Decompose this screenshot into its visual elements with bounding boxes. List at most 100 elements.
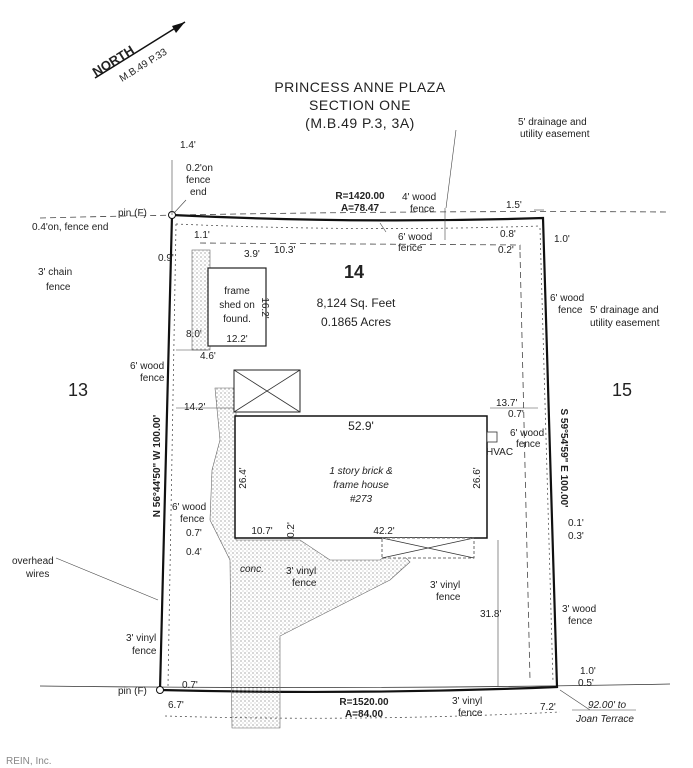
label-0-7l: 0.7' [186,528,202,539]
shed-height: 16.2' [259,297,270,318]
label-3chain: 3' chain [38,267,72,278]
house-dim-bl: 10.7' [251,526,272,537]
top-arc: A=78.47 [341,203,380,214]
right-bearing: S 59°54'59" E 100.00' [558,408,569,507]
label-6wood-r2: fence [558,305,583,316]
label-fence: fence [186,175,211,186]
label-3vinyl-l: 3' vinyl [126,633,156,644]
house-dim-b: 42.2' [373,526,394,537]
label-0-8: 0.8' [500,229,516,240]
label-pin-top: pin (F) [118,208,147,219]
label-3-9: 3.9' [244,249,260,260]
concrete-driveway [209,387,411,729]
fence-top [175,223,541,229]
label-conc: conc. [240,564,264,575]
label-3vinyl-bot: 3' vinyl [452,696,482,707]
label-04-fence-end: 0.4'on, fence end [32,222,108,233]
label-0-9: 0.9' [158,253,174,264]
label-1-1: 1.1' [194,230,210,241]
lot-area-acres: 0.1865 Acres [321,315,391,329]
house-line1: 1 story brick & [329,466,393,477]
label-3vinyl-a2: fence [292,578,317,589]
shed-line3: found. [223,314,251,325]
house-dim-right: 26.6' [472,467,483,488]
bottom-arc: A=84.00 [345,709,384,720]
label-1-4: 1.4' [180,140,196,151]
label-3vinyl-a: 3' vinyl [286,566,316,577]
label-6wood-r3: 6' wood [510,428,544,439]
label-0-3: 0.3' [568,531,584,542]
easement-right [519,251,531,681]
title-line1: PRINCESS ANNE PLAZA [274,79,445,95]
top-radius: R=1420.00 [335,191,385,202]
lot-number: 14 [344,262,364,282]
house-dim-small: 0.2' [286,522,297,538]
label-4wood: 4' wood [402,192,436,203]
hvac-unit [486,431,498,443]
label-6wood-r4: fence [516,439,541,450]
label-3vinyl-bot2: fence [458,708,483,719]
label-4-6: 4.6' [200,351,216,362]
label-4wood-fence: fence [410,204,435,215]
label-10-3: 10.3' [274,245,295,256]
north-arrow: NORTH M.B.49 P.33 [90,21,186,85]
house-dim-left: 26.4' [238,467,249,488]
label-8-0: 8.0' [186,329,202,340]
lot-area-sqft: 8,124 Sq. Feet [317,296,396,310]
house-line2: frame house [333,480,389,491]
easement-top [199,242,521,250]
shed-line1: frame [224,286,250,297]
label-end: end [190,187,207,198]
title-line2: SECTION ONE [309,97,411,113]
label-02-fence: 0.2'on [186,163,213,174]
label-1-0: 1.0' [554,234,570,245]
label-ease-top2: utility easement [520,129,590,140]
house-dim-top: 52.9' [348,419,374,433]
label-3chain-fence: fence [46,282,71,293]
label-14-2: 14.2' [184,402,205,413]
label-joan1: 92.00' to [588,700,626,711]
label-ease-r1: 5' drainage and [590,305,659,316]
label-0-7b: 0.7' [182,680,198,691]
hvac-label: HVAC [486,447,513,458]
left-bearing: N 56°44'50" W 100.00' [152,415,163,517]
label-6wood-l2: fence [140,373,165,384]
fence-left [167,223,177,687]
fence-bottom [164,711,561,719]
label-3wood2: fence [568,616,593,627]
label-0-4l: 0.4' [186,547,202,558]
bottom-radius: R=1520.00 [339,697,389,708]
label-6wood-l: 6' wood [130,361,164,372]
label-7-2: 7.2' [540,702,556,713]
house-line3: #273 [350,494,373,505]
label-ease-r2: utility easement [590,318,660,329]
top-road-line [39,211,671,219]
label-13-7: 13.7' [496,398,517,409]
label-3vinyl-b: 3' vinyl [430,580,460,591]
fence-right [539,227,554,683]
label-0-5: 0.5' [578,678,594,689]
label-6-7: 6.7' [168,700,184,711]
label-overhead2: wires [25,569,49,580]
label-1-5: 1.5' [506,200,522,211]
label-6wood-a2: fence [398,243,423,254]
adjacent-lot-right: 15 [612,380,632,400]
label-3wood: 3' wood [562,604,596,615]
shed-line2: shed on [219,300,255,311]
label-0-1: 0.1' [568,518,584,529]
adjacent-lot-left: 13 [68,380,88,400]
label-3vinyl-b2: fence [436,592,461,603]
label-0-2: 0.2' [498,245,514,256]
label-6wood-l3: 6' wood [172,502,206,513]
label-overhead1: overhead [12,556,54,567]
label-3vinyl-l2: fence [132,646,157,657]
label-6wood-l4: fence [180,514,205,525]
title-line3: (M.B.49 P.3, 3A) [305,115,415,131]
label-1-0b: 1.0' [580,666,596,677]
house [234,415,488,539]
watermark: REIN, Inc. [6,756,52,767]
shed-width: 12.2' [226,334,247,345]
bottom-road-line [39,683,671,688]
label-6wood-r: 6' wood [550,293,584,304]
